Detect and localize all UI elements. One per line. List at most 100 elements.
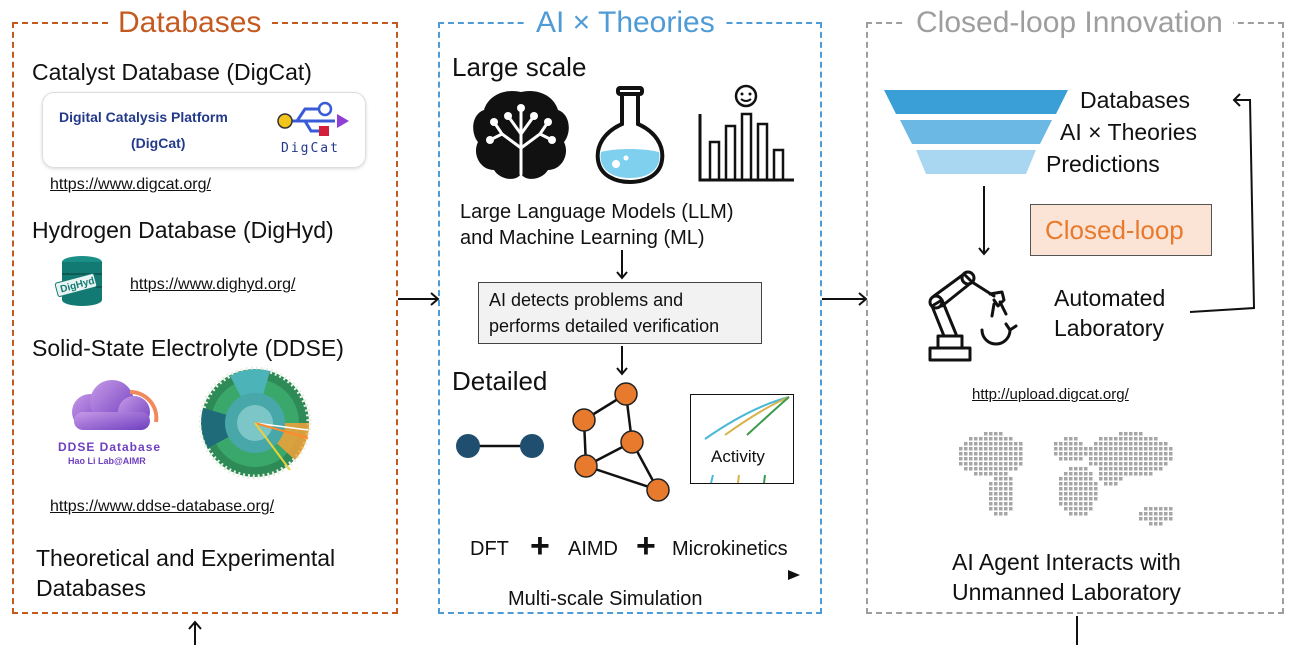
map-dot — [999, 457, 1003, 461]
map-dot — [959, 457, 963, 461]
dighyd-url-link[interactable]: https://www.dighyd.org/ — [130, 276, 296, 293]
map-dot — [994, 432, 998, 436]
map-dot — [1149, 457, 1153, 461]
map-dot — [979, 442, 983, 446]
map-dot — [1144, 462, 1148, 466]
map-dot — [1114, 437, 1118, 441]
map-dot — [1009, 442, 1013, 446]
map-dot — [1089, 492, 1093, 496]
map-dot — [1004, 442, 1008, 446]
map-dot — [959, 447, 963, 451]
map-dot — [994, 447, 998, 451]
map-dot — [1079, 507, 1083, 511]
map-dot — [1074, 452, 1078, 456]
map-dot — [1099, 442, 1103, 446]
map-dot — [1139, 472, 1143, 476]
map-dot — [959, 462, 963, 466]
map-dot — [1089, 477, 1093, 481]
map-dot — [1004, 477, 1008, 481]
map-dot — [989, 452, 993, 456]
map-dot — [1144, 447, 1148, 451]
arrow-down-icon — [616, 346, 628, 376]
funnel-label-databases: Databases — [1080, 87, 1190, 113]
flask-icon — [595, 86, 665, 185]
map-dot — [1079, 497, 1083, 501]
map-dot — [1069, 442, 1073, 446]
map-dot — [1159, 517, 1163, 521]
map-dot — [984, 442, 988, 446]
molecule-icon — [456, 434, 544, 458]
map-dot — [1114, 447, 1118, 451]
map-dot — [1004, 462, 1008, 466]
map-dot — [964, 442, 968, 446]
map-dot — [1154, 507, 1158, 511]
map-dot — [979, 462, 983, 466]
map-dot — [1019, 452, 1023, 456]
map-dot — [1149, 517, 1153, 521]
map-dot — [1074, 437, 1078, 441]
map-dot — [999, 452, 1003, 456]
map-dot — [1129, 437, 1133, 441]
map-dot — [1119, 472, 1123, 476]
map-dot — [1004, 457, 1008, 461]
map-dot — [1139, 457, 1143, 461]
map-dot — [1054, 442, 1058, 446]
map-dot — [1149, 472, 1153, 476]
map-dot — [1004, 507, 1008, 511]
map-dot — [989, 487, 993, 491]
map-dot — [1149, 467, 1153, 471]
digcat-platform-name: Digital Catalysis Platform — [59, 109, 228, 125]
funnel-label-ai-theories: AI × Theories — [1060, 119, 1198, 145]
map-dot — [1064, 492, 1068, 496]
map-dot — [1094, 462, 1098, 466]
map-dot — [1009, 497, 1013, 501]
map-dot — [1109, 442, 1113, 446]
map-dot — [1074, 502, 1078, 506]
map-dot — [1144, 472, 1148, 476]
map-dot — [1014, 467, 1018, 471]
map-dot — [1109, 457, 1113, 461]
ddse-url-link[interactable]: https://www.ddse-database.org/ — [50, 498, 275, 515]
map-dot — [1139, 442, 1143, 446]
map-dot — [1064, 457, 1068, 461]
map-dot — [1089, 462, 1093, 466]
robot-arm-icon — [928, 270, 1018, 362]
upload-url-link[interactable]: http://upload.digcat.org/ — [972, 386, 1129, 403]
map-dot — [1009, 487, 1013, 491]
closed-loop-badge: Closed-loop — [1030, 204, 1212, 256]
map-dot — [1134, 447, 1138, 451]
map-dot — [1129, 467, 1133, 471]
map-dot — [1014, 442, 1018, 446]
map-dot — [1169, 447, 1173, 451]
map-dot — [979, 437, 983, 441]
map-dot — [1134, 467, 1138, 471]
map-dot — [1154, 442, 1158, 446]
map-dot — [994, 492, 998, 496]
map-dot — [1119, 477, 1123, 481]
map-dot — [1074, 447, 1078, 451]
map-dot — [1064, 442, 1068, 446]
ai-detects-box: AI detects problems and performs detaile… — [478, 282, 762, 344]
map-dot — [994, 497, 998, 501]
map-dot — [1064, 482, 1068, 486]
plus-icon: + — [530, 527, 550, 565]
map-dot — [1149, 522, 1153, 526]
map-dot — [994, 477, 998, 481]
ddse-logo-subtitle: Hao Li Lab@AIMR — [68, 456, 146, 466]
map-dot — [1104, 442, 1108, 446]
map-dot — [1114, 467, 1118, 471]
map-dot — [1099, 477, 1103, 481]
map-dot — [1089, 452, 1093, 456]
map-dot — [999, 502, 1003, 506]
map-dot — [1094, 487, 1098, 491]
map-dot — [1119, 437, 1123, 441]
map-dot — [1004, 482, 1008, 486]
map-dot — [974, 447, 978, 451]
map-dot — [1139, 447, 1143, 451]
map-dot — [1104, 437, 1108, 441]
map-dot — [1129, 452, 1133, 456]
feedback-loop-arrow-icon — [1189, 93, 1256, 313]
dft-label: DFT — [470, 538, 509, 560]
map-dot — [1104, 452, 1108, 456]
digcat-url-link[interactable]: https://www.digcat.org/ — [50, 176, 211, 193]
